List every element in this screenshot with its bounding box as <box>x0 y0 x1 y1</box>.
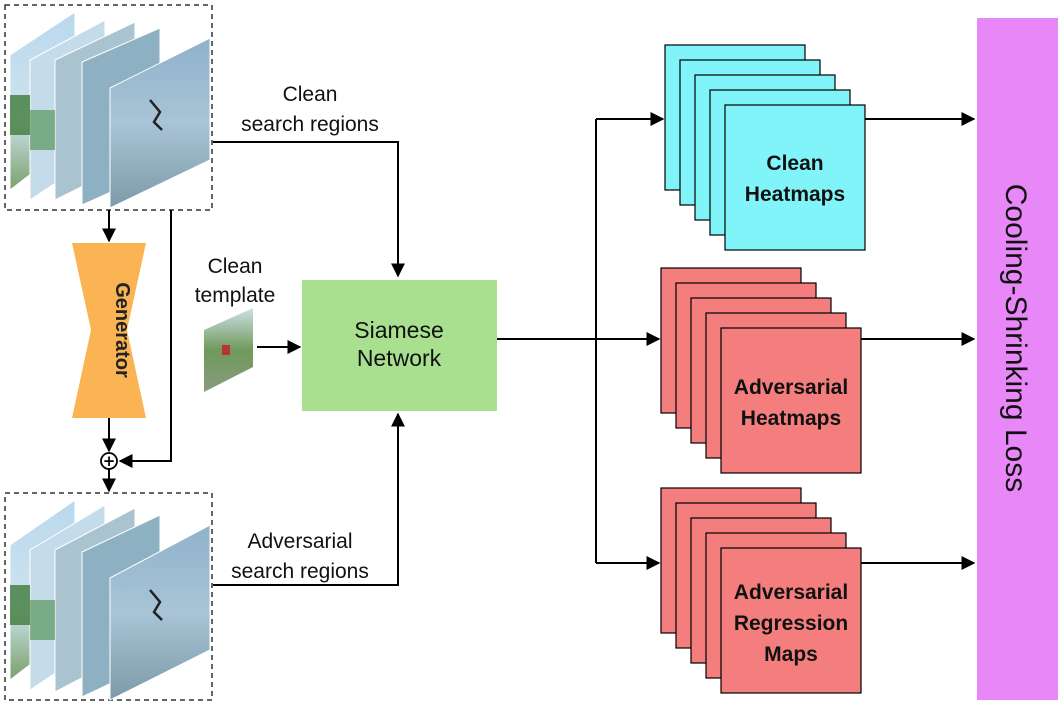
clean-template-label-2: template <box>195 284 276 307</box>
generator-block: Generator <box>72 243 146 418</box>
loss-bar <box>977 18 1058 700</box>
siamese-network-box <box>302 280 497 411</box>
clean-template-label-1: Clean <box>208 255 263 278</box>
siamese-label-1: Siamese <box>354 317 443 343</box>
adv-reg-label-1: Adversarial <box>734 581 848 604</box>
adversarial-heatmaps-stack: Adversarial Heatmaps <box>660 267 862 474</box>
clean-search-label-2: search regions <box>241 113 379 136</box>
adv-search-frame <box>4 492 213 701</box>
left-wiring: + <box>100 210 172 493</box>
clean-heatmaps-label-2: Heatmaps <box>745 183 845 206</box>
clean-search-regions-stack <box>4 4 213 211</box>
loss-label: Cooling-Shrinking Loss <box>999 184 1032 493</box>
adv-heatmaps-label-1: Adversarial <box>734 376 848 399</box>
adv-heatmaps-label-2: Heatmaps <box>741 407 841 430</box>
adv-search-label-1: Adversarial <box>247 530 352 553</box>
adv-frame-5 <box>109 524 211 701</box>
adv-reg-layer-5 <box>720 547 862 694</box>
clean-template <box>204 308 302 392</box>
clean-frame-5 <box>109 37 211 209</box>
adversarial-search-regions-stack <box>4 492 213 701</box>
generator-shape <box>72 243 146 418</box>
siamese-network-block: Siamese Network <box>302 280 497 411</box>
clean-heatmaps-label-1: Clean <box>766 152 823 175</box>
adv-reg-label-2: Regression <box>734 612 848 635</box>
siamese-label-2: Network <box>357 345 442 371</box>
clean-map-layer-5 <box>724 104 866 251</box>
generator-label: Generator <box>111 282 133 378</box>
clean-heatmaps-stack: Clean Heatmaps <box>664 44 866 251</box>
adv-heat-layer-5 <box>720 327 862 474</box>
cooling-shrinking-loss-block: Cooling-Shrinking Loss <box>977 18 1058 700</box>
adversarial-regression-maps-stack: Adversarial Regression Maps <box>660 487 862 694</box>
clean-search-label-1: Clean <box>283 83 338 106</box>
sum-symbol: + <box>103 452 116 470</box>
adv-reg-label-3: Maps <box>764 643 818 666</box>
adv-search-label-2: search regions <box>231 560 369 583</box>
